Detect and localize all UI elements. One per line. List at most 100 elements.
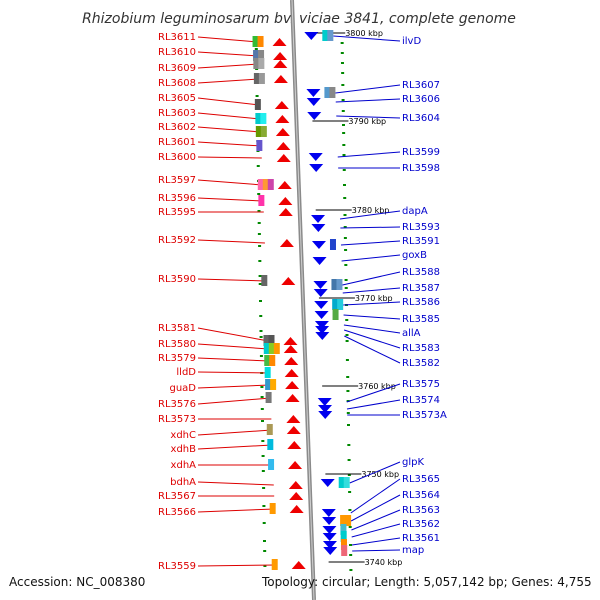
gene-label-RL3580[interactable]: RL3580 xyxy=(158,339,196,350)
reverse-genes[interactable]: ilvDRL3607RL3606RL3604RL3599RL3598dapARL… xyxy=(304,30,447,556)
gene-label-RL3599[interactable]: RL3599 xyxy=(402,147,440,158)
gene-label-RL3587[interactable]: RL3587 xyxy=(402,283,440,294)
gene-label-RL3591[interactable]: RL3591 xyxy=(402,236,440,247)
gene-label-RL3606[interactable]: RL3606 xyxy=(402,94,440,105)
gene-label-RL3561[interactable]: RL3561 xyxy=(402,533,440,544)
reverse-gene-arrow[interactable] xyxy=(322,526,337,534)
gene-label-RL3586[interactable]: RL3586 xyxy=(402,297,440,308)
forward-genes[interactable]: RL3611RL3610RL3609RL3608RL3605RL3603RL36… xyxy=(158,32,306,572)
gene-label-map[interactable]: map xyxy=(402,545,424,556)
gene-label-goxB[interactable]: goxB xyxy=(402,250,427,261)
gene-label-RL3610[interactable]: RL3610 xyxy=(158,47,196,58)
gene-label-RL3609[interactable]: RL3609 xyxy=(158,63,196,74)
reverse-gene-arrow[interactable] xyxy=(315,326,330,334)
reverse-gene-arrow[interactable] xyxy=(308,153,323,161)
reverse-gene-arrow[interactable] xyxy=(314,301,329,309)
gene-label-xdhB[interactable]: xdhB xyxy=(171,444,197,455)
reverse-gene-arrow[interactable] xyxy=(313,289,328,297)
forward-gene-arrow[interactable] xyxy=(284,369,299,377)
forward-gene-arrow[interactable] xyxy=(276,154,291,162)
forward-gene-arrow[interactable] xyxy=(279,239,294,247)
gene-label-RL3588[interactable]: RL3588 xyxy=(402,267,440,278)
forward-gene-arrow[interactable] xyxy=(273,52,288,60)
reverse-gene-arrow[interactable] xyxy=(311,215,326,223)
gene-label-RL3582[interactable]: RL3582 xyxy=(402,358,440,369)
gene-label-RL3583[interactable]: RL3583 xyxy=(402,343,440,354)
reverse-gene-arrow[interactable] xyxy=(306,98,321,106)
gene-label-dapA[interactable]: dapA xyxy=(402,206,428,217)
forward-gene-arrow[interactable] xyxy=(283,345,298,353)
gene-label-RL3611[interactable]: RL3611 xyxy=(158,32,196,43)
gene-label-RL3566[interactable]: RL3566 xyxy=(158,507,196,518)
forward-gene-arrow[interactable] xyxy=(287,441,302,449)
forward-gene-arrow[interactable] xyxy=(273,60,288,68)
gene-label-RL3576[interactable]: RL3576 xyxy=(158,399,196,410)
gene-label-RL3605[interactable]: RL3605 xyxy=(158,93,196,104)
forward-gene-arrow[interactable] xyxy=(278,208,293,216)
forward-gene-arrow[interactable] xyxy=(273,75,288,83)
forward-gene-arrow[interactable] xyxy=(276,142,291,150)
gene-label-RL3596[interactable]: RL3596 xyxy=(158,193,196,204)
forward-gene-arrow[interactable] xyxy=(275,128,290,136)
reverse-gene-arrow[interactable] xyxy=(311,224,326,232)
reverse-gene-arrow[interactable] xyxy=(323,547,338,555)
gene-label-RL3590[interactable]: RL3590 xyxy=(158,274,196,285)
gene-label-RL3573A[interactable]: RL3573A xyxy=(402,410,447,421)
forward-gene-arrow[interactable] xyxy=(288,461,303,469)
reverse-gene-arrow[interactable] xyxy=(322,541,337,549)
forward-gene-arrow[interactable] xyxy=(275,115,290,123)
forward-gene-arrow[interactable] xyxy=(283,337,298,345)
gene-label-RL3608[interactable]: RL3608 xyxy=(158,78,196,89)
reverse-gene-arrow[interactable] xyxy=(317,398,332,406)
forward-gene-arrow[interactable] xyxy=(278,197,293,205)
gene-label-RL3601[interactable]: RL3601 xyxy=(158,137,196,148)
gene-label-RL3593[interactable]: RL3593 xyxy=(402,222,440,233)
gene-label-RL3597[interactable]: RL3597 xyxy=(158,175,196,186)
gene-label-RL3585[interactable]: RL3585 xyxy=(402,314,440,325)
gene-label-RL3559[interactable]: RL3559 xyxy=(158,561,196,572)
reverse-gene-arrow[interactable] xyxy=(322,533,337,541)
forward-gene-arrow[interactable] xyxy=(289,505,304,513)
reverse-gene-arrow[interactable] xyxy=(304,32,319,40)
gene-label-RL3592[interactable]: RL3592 xyxy=(158,235,196,246)
gene-label-bdhA[interactable]: bdhA xyxy=(170,477,196,488)
forward-gene-arrow[interactable] xyxy=(286,426,301,434)
gene-label-RL3575[interactable]: RL3575 xyxy=(402,379,440,390)
gene-label-RL3565[interactable]: RL3565 xyxy=(402,474,440,485)
gene-label-RL3598[interactable]: RL3598 xyxy=(402,163,440,174)
gene-label-RL3564[interactable]: RL3564 xyxy=(402,490,440,501)
reverse-gene-arrow[interactable] xyxy=(307,112,322,120)
gene-label-ilvD[interactable]: ilvD xyxy=(402,36,421,47)
forward-gene-arrow[interactable] xyxy=(289,492,304,500)
gene-label-RL3562[interactable]: RL3562 xyxy=(402,519,440,530)
reverse-gene-arrow[interactable] xyxy=(314,311,329,319)
forward-gene-arrow[interactable] xyxy=(274,101,289,109)
gene-label-xdhA[interactable]: xdhA xyxy=(171,460,197,471)
reverse-gene-arrow[interactable] xyxy=(322,517,337,525)
gene-label-RL3581[interactable]: RL3581 xyxy=(158,323,196,334)
gene-label-RL3567[interactable]: RL3567 xyxy=(158,491,196,502)
reverse-gene-arrow[interactable] xyxy=(320,479,335,487)
reverse-gene-arrow[interactable] xyxy=(317,405,332,413)
reverse-gene-arrow[interactable] xyxy=(306,89,321,97)
reverse-gene-arrow[interactable] xyxy=(321,509,336,517)
gene-label-RL3607[interactable]: RL3607 xyxy=(402,80,440,91)
gene-label-RL3574[interactable]: RL3574 xyxy=(402,395,440,406)
forward-gene-arrow[interactable] xyxy=(286,415,301,423)
reverse-gene-arrow[interactable] xyxy=(309,164,324,172)
gene-label-RL3563[interactable]: RL3563 xyxy=(402,505,440,516)
gene-label-xdhC[interactable]: xdhC xyxy=(170,430,196,441)
forward-gene-arrow[interactable] xyxy=(285,394,300,402)
reverse-gene-arrow[interactable] xyxy=(318,411,333,419)
forward-gene-arrow[interactable] xyxy=(288,481,303,489)
gene-label-RL3603[interactable]: RL3603 xyxy=(158,108,196,119)
forward-gene-arrow[interactable] xyxy=(284,357,299,365)
gene-label-lldD[interactable]: lldD xyxy=(176,367,196,378)
forward-gene-arrow[interactable] xyxy=(272,38,287,46)
gene-label-RL3602[interactable]: RL3602 xyxy=(158,122,196,133)
gene-label-allA[interactable]: allA xyxy=(402,328,421,339)
reverse-gene-arrow[interactable] xyxy=(313,281,328,289)
gene-label-RL3573[interactable]: RL3573 xyxy=(158,414,196,425)
reverse-gene-arrow[interactable] xyxy=(311,241,326,249)
reverse-gene-arrow[interactable] xyxy=(314,321,329,329)
